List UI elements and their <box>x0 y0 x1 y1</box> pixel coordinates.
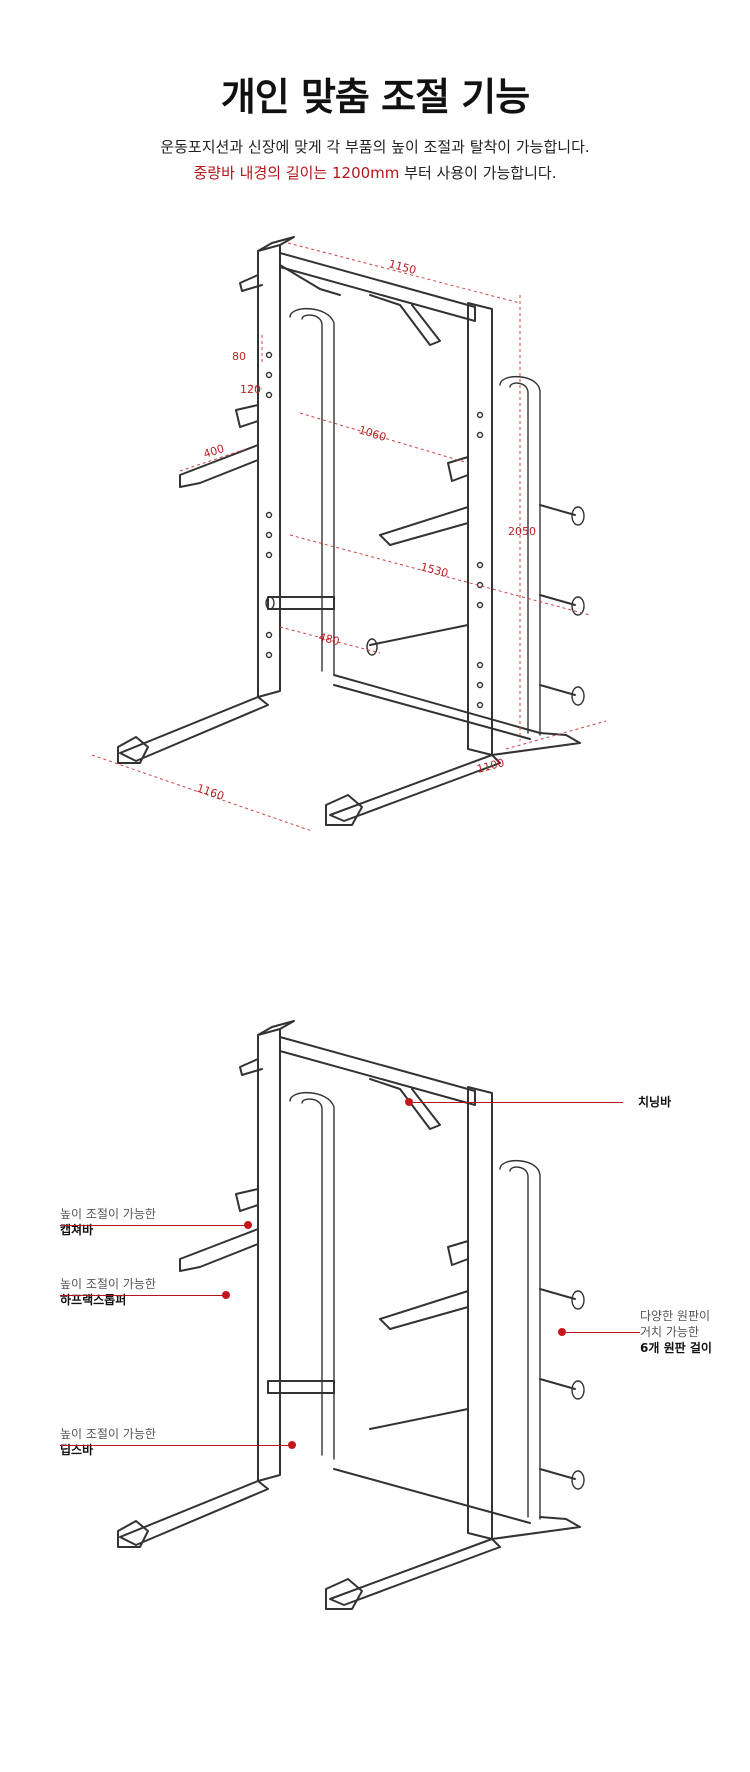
dips-bar-label: 높이 조절이 가능한 딥스바 <box>60 1426 156 1458</box>
description-line-2: 중량바 내경의 길이는 1200mm 부터 사용이 가능합니다. <box>0 162 750 183</box>
dim-80: 80 <box>232 350 246 363</box>
dim-400: 400 <box>202 442 226 461</box>
half-rack-stopper-label: 높이 조절이 가능한 하프랙스톱퍼 <box>60 1276 156 1308</box>
dim-1060: 1060 <box>357 423 388 444</box>
dim-2050: 2050 <box>508 525 536 538</box>
dim-120: 120 <box>240 383 261 396</box>
inner-length-highlight: 중량바 내경의 길이는 1200mm <box>193 164 400 182</box>
half-rack-stopper-marker <box>222 1291 230 1299</box>
plate-holder-sub-1: 다양한 원판이 <box>640 1309 711 1323</box>
dimension-labels: 1150 80 120 400 1060 2050 1530 480 1160 … <box>195 257 536 803</box>
rack-frame-labeled <box>117 1020 585 1610</box>
dips-bar-leader <box>60 1445 292 1446</box>
page-title: 개인 맞춤 조절 기능 <box>220 75 530 119</box>
plate-holder-leader <box>566 1332 640 1333</box>
plate-holder-label: 다양한 원판이 거치 가능한 6개 원판 걸이 <box>640 1308 712 1356</box>
catcher-bar-marker <box>244 1221 252 1229</box>
dimension-lines <box>91 242 607 832</box>
plate-holder-marker <box>558 1328 566 1336</box>
dim-1150: 1150 <box>387 257 417 277</box>
catcher-bar-label: 높이 조절이 가능한 캡쳐바 <box>60 1206 156 1238</box>
dips-bar-sub: 높이 조절이 가능한 <box>60 1427 156 1441</box>
chin-bar-label: 치닝바 <box>638 1094 671 1110</box>
half-rack-stopper-sub: 높이 조절이 가능한 <box>60 1277 156 1291</box>
half-rack-stopper-name: 하프랙스톱퍼 <box>60 1293 127 1307</box>
chin-bar-marker <box>405 1098 413 1106</box>
plate-holder-sub-2: 거치 가능한 <box>640 1325 700 1339</box>
plate-holder-name: 6개 원판 걸이 <box>640 1341 712 1355</box>
parts-drawing <box>117 1020 585 1610</box>
chin-bar-leader <box>413 1102 623 1103</box>
catcher-bar-sub: 높이 조절이 가능한 <box>60 1207 156 1221</box>
catcher-bar-leader <box>60 1225 248 1226</box>
catcher-bar-name: 캡쳐바 <box>60 1223 94 1237</box>
rack-frame <box>117 236 585 826</box>
dips-bar-marker <box>288 1441 296 1449</box>
dim-480: 480 <box>317 630 341 648</box>
description-line-1: 운동포지션과 신장에 맞게 각 부품의 높이 조절과 탈착이 가능합니다. <box>160 138 590 156</box>
dim-1160: 1160 <box>195 782 226 803</box>
half-rack-stopper-leader <box>60 1295 225 1296</box>
dips-bar-name: 딥스바 <box>60 1443 94 1457</box>
description-line-2-rest: 부터 사용이 가능합니다. <box>399 164 557 182</box>
dimension-drawing: 1150 80 120 400 1060 2050 1530 480 1160 … <box>91 236 607 832</box>
chin-bar-name: 치닝바 <box>638 1095 672 1109</box>
dim-1530: 1530 <box>419 560 449 580</box>
